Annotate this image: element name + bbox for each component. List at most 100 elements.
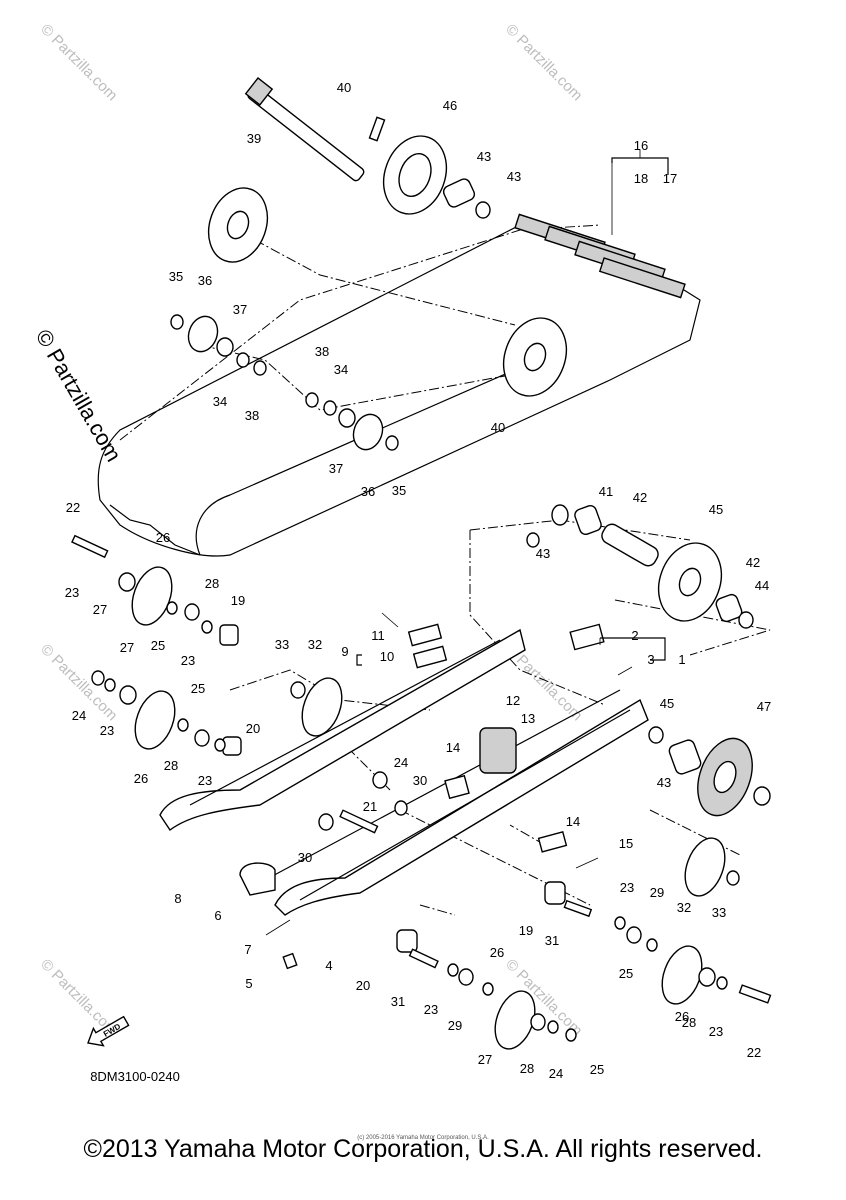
callout-labels: 1 2 3 4 5 6 7 8 9 10 11 12 13 14 14 15 1… [65, 80, 771, 1084]
small-notice: (c) 2005-2016 Yamaha Motor Corporation, … [357, 1135, 489, 1141]
callout-number: 43 [657, 775, 671, 790]
callout-number: 23 [100, 723, 114, 738]
callout-number: 7 [244, 942, 251, 957]
callout-number: 40 [491, 420, 505, 435]
watermark-main: © Partzilla.com [31, 325, 127, 466]
callout-number: 4 [325, 958, 332, 973]
callout-number: 43 [536, 546, 550, 561]
callout-number: 36 [361, 484, 375, 499]
callout-number: 16 [634, 138, 648, 153]
callout-number: 28 [682, 1015, 696, 1030]
callout-number: 28 [205, 576, 219, 591]
watermark: © Partzilla.com [502, 21, 585, 104]
callout-number: 30 [298, 850, 312, 865]
upper-wheel-assembly [170, 314, 754, 629]
callout-number: 19 [519, 923, 533, 938]
callout-number: 31 [545, 933, 559, 948]
callout-number: 47 [757, 699, 771, 714]
callout-number: 24 [72, 708, 86, 723]
callout-number: 43 [507, 169, 521, 184]
callout-number: 45 [709, 502, 723, 517]
callout-number: 23 [65, 585, 79, 600]
callout-number: 27 [478, 1052, 492, 1067]
callout-number: 33 [275, 637, 289, 652]
callout-number: 2 [631, 628, 638, 643]
bolts [71, 534, 633, 970]
slide-rails [159, 628, 649, 916]
callout-number: 24 [549, 1066, 563, 1081]
callout-number: 25 [191, 681, 205, 696]
callout-number: 24 [394, 755, 408, 770]
callout-number: 42 [746, 555, 760, 570]
parts-diagram: © Partzilla.com © Partzilla.com © Partzi… [31, 21, 772, 1084]
callout-number: 22 [66, 500, 80, 515]
callout-number: 29 [650, 885, 664, 900]
callout-number: 23 [424, 1002, 438, 1017]
callout-number: 25 [590, 1062, 604, 1077]
copyright-footer: ©2013 Yamaha Motor Corporation, U.S.A. A… [83, 1135, 763, 1163]
watermark: © Partzilla.com [37, 21, 120, 104]
callout-number: 23 [198, 773, 212, 788]
callout-number: 32 [308, 637, 322, 652]
callout-number: 27 [120, 640, 134, 655]
callout-number: 18 [634, 171, 648, 186]
callout-number: 28 [520, 1061, 534, 1076]
callout-number: 44 [755, 578, 769, 593]
callout-number: 38 [245, 408, 259, 423]
callout-number: 39 [247, 131, 261, 146]
callout-number: 19 [231, 593, 245, 608]
callout-number: 35 [169, 269, 183, 284]
callout-number: 6 [214, 908, 221, 923]
callout-number: 15 [619, 836, 633, 851]
callout-number: 30 [413, 773, 427, 788]
callout-number: 28 [164, 758, 178, 773]
callout-number: 9 [341, 644, 348, 659]
callout-number: 36 [198, 273, 212, 288]
callout-number: 20 [246, 721, 260, 736]
callout-number: 17 [663, 171, 677, 186]
callout-number: 26 [156, 530, 170, 545]
track-belt [97, 213, 701, 557]
callout-number: 42 [633, 490, 647, 505]
callout-number: 23 [620, 880, 634, 895]
callout-number: 23 [181, 653, 195, 668]
callout-number: 34 [213, 394, 227, 409]
diagram-code: 8DM3100-0240 [90, 1069, 180, 1084]
callout-number: 5 [245, 976, 252, 991]
small-parts [219, 623, 605, 953]
callout-number: 27 [93, 602, 107, 617]
callout-number: 46 [443, 98, 457, 113]
callout-number: 1 [678, 652, 685, 667]
callout-number: 22 [747, 1045, 761, 1060]
callout-number: 31 [391, 994, 405, 1009]
callout-number: 29 [448, 1018, 462, 1033]
callout-number: 14 [566, 814, 580, 829]
callout-number: 40 [337, 80, 351, 95]
callout-number: 21 [363, 799, 377, 814]
callout-number: 10 [380, 649, 394, 664]
callout-number: 38 [315, 344, 329, 359]
callout-number: 14 [446, 740, 460, 755]
callout-number: 37 [233, 302, 247, 317]
callout-number: 11 [371, 628, 385, 643]
callout-number: 26 [134, 771, 148, 786]
callout-number: 20 [356, 978, 370, 993]
callout-number: 8 [174, 891, 181, 906]
callout-number: 41 [599, 484, 613, 499]
callout-number: 12 [506, 693, 520, 708]
callout-number: 26 [490, 945, 504, 960]
callout-brackets [356, 150, 669, 666]
callout-number: 25 [619, 966, 633, 981]
callout-number: 35 [392, 483, 406, 498]
callout-number: 26 [675, 1009, 689, 1024]
callout-number: 34 [334, 362, 348, 377]
callout-number: 25 [151, 638, 165, 653]
callout-number: 33 [712, 905, 726, 920]
callout-number: 43 [477, 149, 491, 164]
callout-number: 23 [709, 1024, 723, 1039]
callout-number: 13 [521, 711, 535, 726]
callout-number: 37 [329, 461, 343, 476]
callout-number: 3 [647, 652, 654, 667]
rear-axle-assembly [207, 77, 491, 263]
callout-number: 32 [677, 900, 691, 915]
